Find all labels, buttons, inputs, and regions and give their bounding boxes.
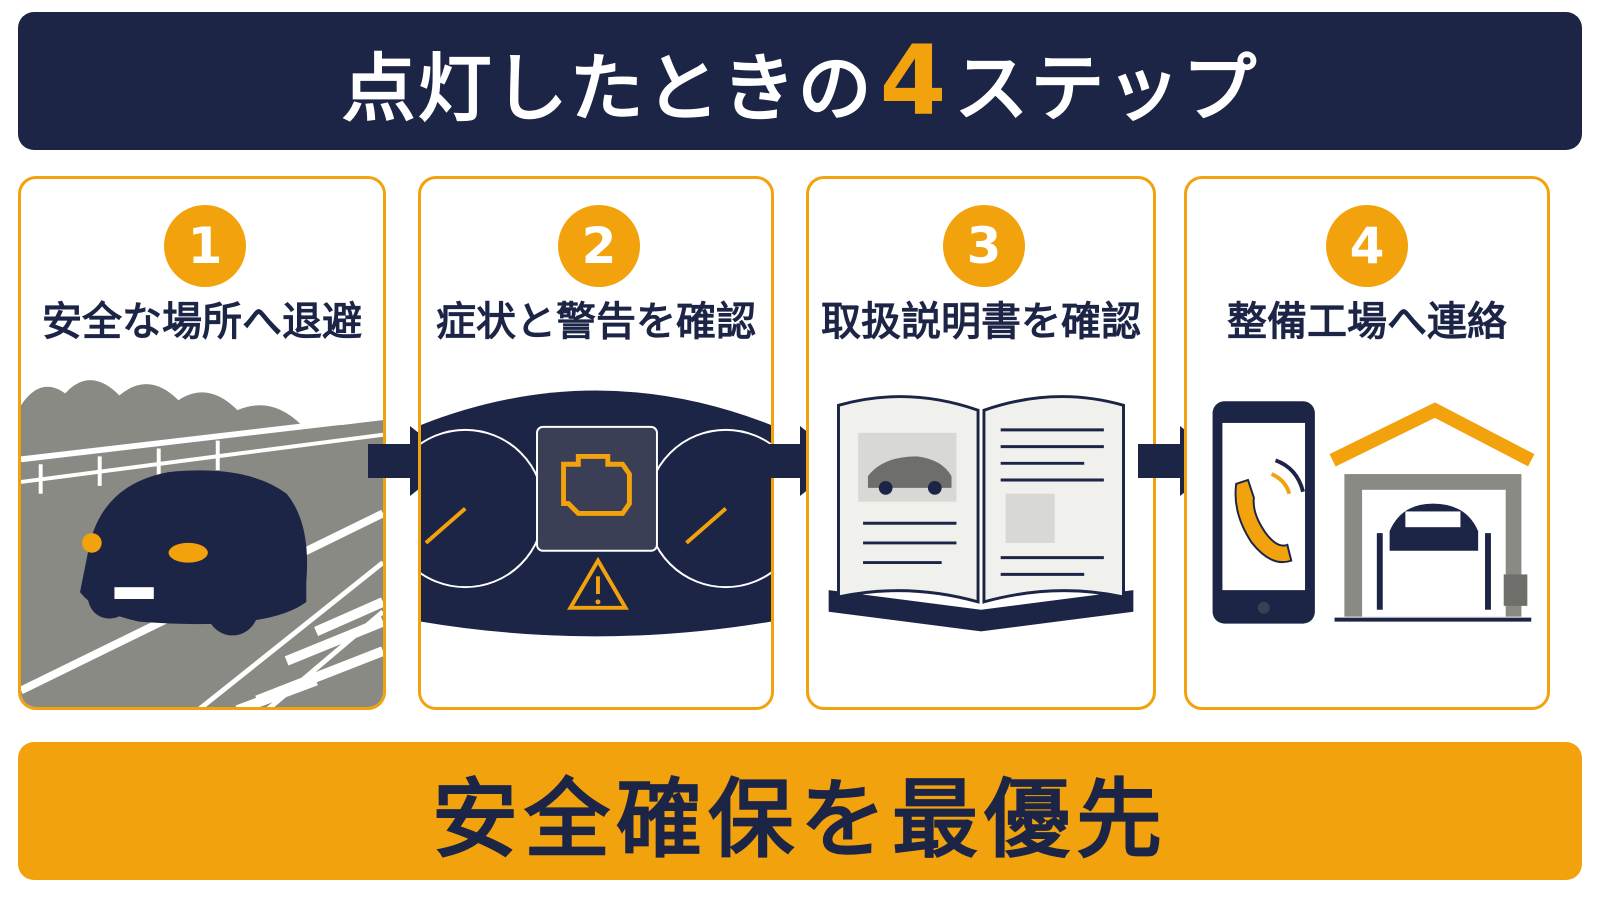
- step-card-2: 2 症状と警告を確認: [418, 176, 774, 710]
- garage-icon: [1329, 402, 1535, 622]
- car-icon: [867, 456, 952, 495]
- check-engine-icon: [561, 453, 632, 516]
- car-on-roadside-illustration: [21, 380, 383, 707]
- step-number-badge: 1: [164, 205, 246, 287]
- title-text-after: ステップ: [954, 46, 1259, 132]
- title-text-before: 点灯したときの: [341, 46, 874, 132]
- title-banner: 点灯したときの4ステップ: [18, 12, 1582, 150]
- car-icon: [80, 470, 308, 636]
- arrow-right-icon: [758, 426, 844, 496]
- step-card-3: 3 取扱説明書を確認: [806, 176, 1156, 710]
- phone-and-garage-illustration: [1212, 401, 1535, 624]
- arrow-right-icon: [368, 426, 454, 496]
- footer-message: 安全確保を最優先: [432, 769, 1168, 870]
- step-card-1: 1 安全な場所へ退避: [18, 176, 386, 710]
- phone-call-icon: [1234, 458, 1305, 564]
- smartphone-icon: [1212, 401, 1315, 624]
- warning-triangle-icon: [567, 556, 629, 610]
- step-label: 安全な場所へ退避: [42, 299, 362, 345]
- manual-book-illustration: [828, 395, 1134, 632]
- step-number-badge: 4: [1326, 205, 1408, 287]
- step-label: 症状と警告を確認: [436, 299, 756, 345]
- arrow-right-icon: [1138, 426, 1224, 496]
- step-number-badge: 2: [558, 205, 640, 287]
- step-card-4: 4 整備工場へ連絡: [1184, 176, 1550, 710]
- step-number-badge: 3: [943, 205, 1025, 287]
- page-title: 点灯したときの4ステップ: [342, 25, 1259, 137]
- step-label: 取扱説明書を確認: [821, 299, 1141, 345]
- title-step-count: 4: [879, 25, 949, 137]
- dashboard-illustration: [421, 390, 771, 637]
- step-label: 整備工場へ連絡: [1227, 299, 1507, 345]
- car-icon: [1389, 503, 1479, 551]
- footer-banner: 安全確保を最優先: [18, 742, 1582, 880]
